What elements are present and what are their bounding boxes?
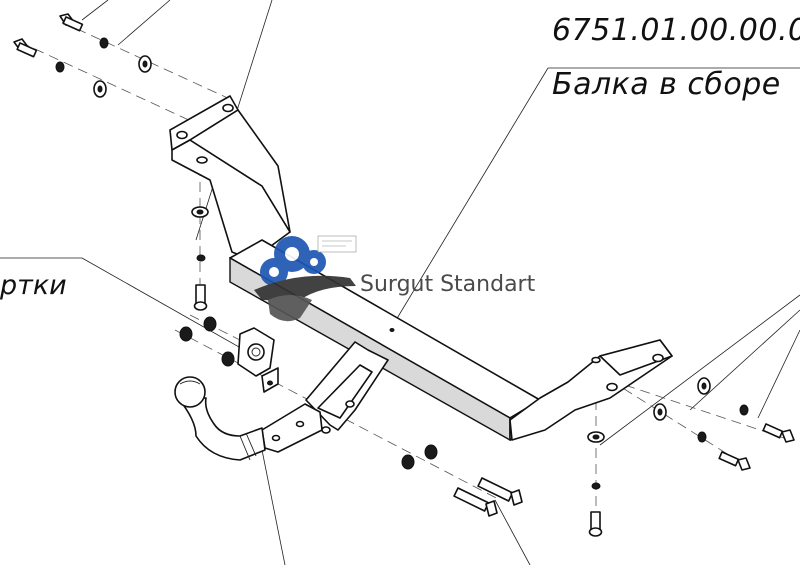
- bolt-lower-1: [477, 477, 523, 506]
- left-bracket: [169, 95, 291, 261]
- part-number: 6751.01.00.00.00: [552, 13, 800, 48]
- bolt-upper-2: [13, 38, 38, 58]
- left-vertical-fasteners: [191, 206, 209, 311]
- nut-upper-2: [55, 61, 65, 73]
- gears-car-icon: [254, 235, 357, 322]
- left-upper-fasteners: [13, 13, 152, 98]
- bolt-lower-2: [453, 487, 498, 517]
- brand-text: Surgut Standart: [360, 272, 536, 297]
- tow-hook: [174, 341, 389, 461]
- side-label: ртки: [0, 270, 67, 301]
- nut-upper-1: [99, 37, 109, 49]
- right-fasteners: [587, 377, 795, 537]
- bolt-right-2: [718, 451, 751, 471]
- part-name: Балка в сборе: [552, 67, 781, 102]
- lower-fasteners: [179, 316, 523, 517]
- socket-plate: [237, 327, 279, 393]
- bolt-right-1: [762, 423, 795, 443]
- watermark: Surgut Standart: [254, 235, 536, 322]
- bolt-upper-1: [59, 13, 84, 32]
- tow-ball: [174, 376, 206, 408]
- right-bracket: [509, 339, 673, 441]
